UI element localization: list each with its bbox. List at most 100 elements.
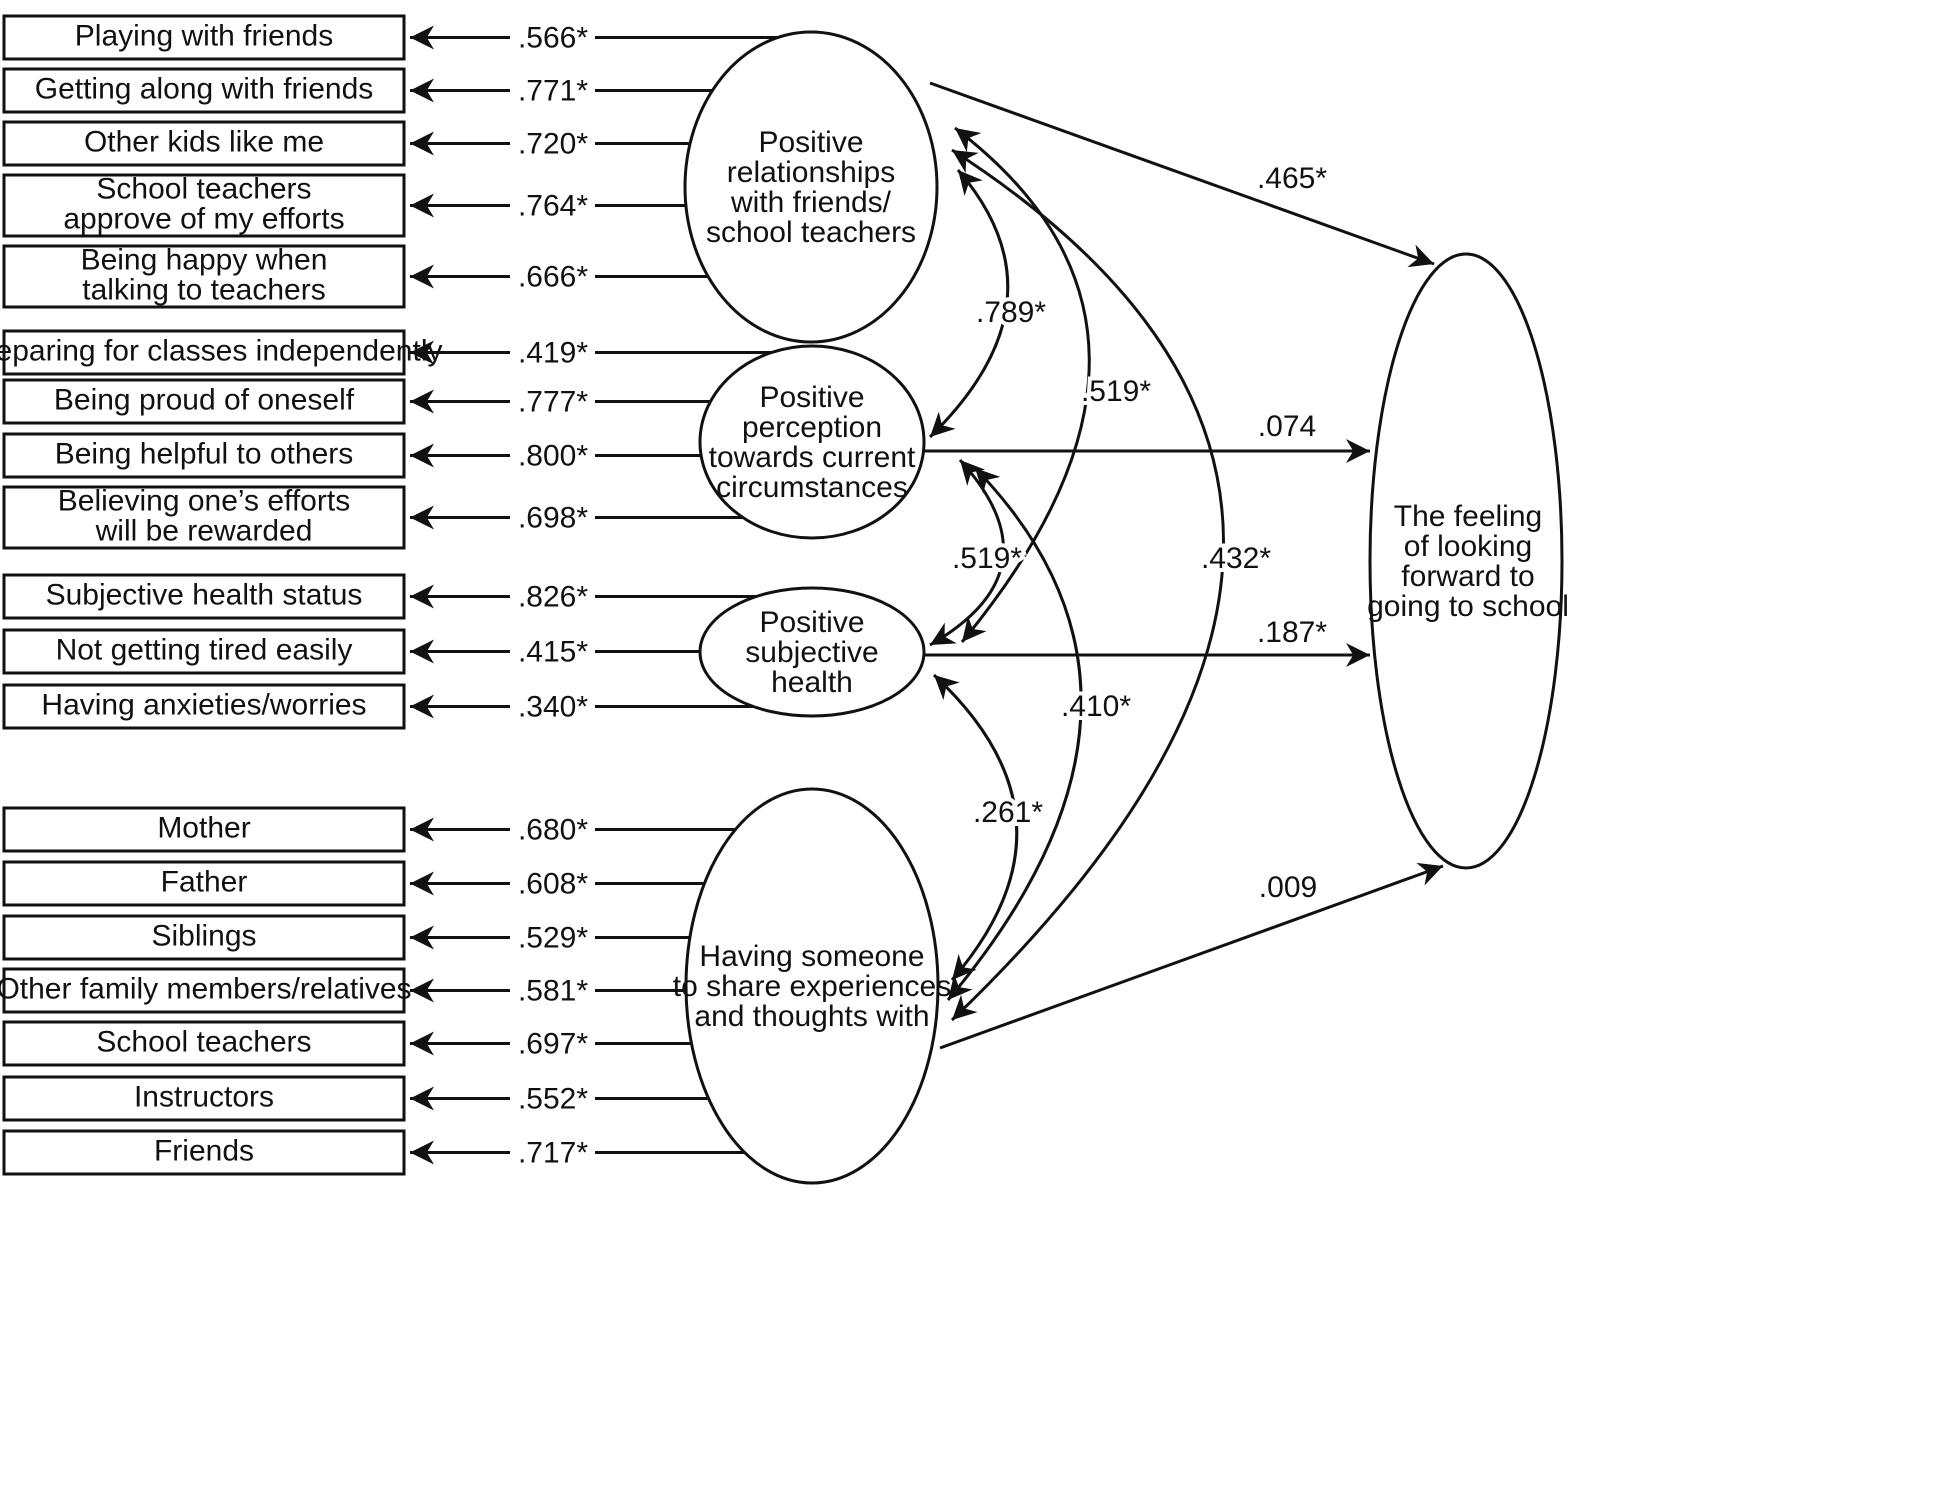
indicator-label-line: Believing one’s efforts (58, 485, 350, 518)
loading-coefficient: .529* (518, 922, 588, 955)
path-coefficient-health: .187* (1257, 616, 1327, 649)
factor-label-line: perception (742, 411, 882, 444)
indicator-label: Instructors (134, 1081, 274, 1114)
indicator-box (2, 329, 406, 376)
loading-coefficient: .697* (518, 1028, 588, 1061)
loading-coefficient: .552* (518, 1083, 588, 1116)
loading-coefficient: .581* (518, 975, 588, 1008)
indicator-label: Having anxieties/worries (41, 689, 366, 722)
labels-layer: .566*.771*.720*.764*.666*.419*.777*.800*… (518, 22, 1327, 1170)
correlation-coefficient-health-sharing: .261* (973, 796, 1043, 829)
indicator-box (2, 683, 406, 730)
correlation-coefficient-perception-sharing: .410* (1061, 690, 1131, 723)
indicator-box (2, 173, 406, 238)
indicator-label: Siblings (151, 920, 256, 953)
indicator-label-line: Being proud of oneself (54, 384, 355, 417)
indicator-box (2, 628, 406, 675)
indicator-label-line: Being helpful to others (55, 438, 354, 471)
indicator-label-line: Other family members/relatives (0, 973, 412, 1006)
factor-label-line: with friends/ (730, 186, 892, 219)
correlation-arrow-health-sharing (932, 673, 1019, 981)
indicator-label-line: talking to teachers (82, 274, 325, 307)
indicator-16: School teachers (2, 1020, 406, 1067)
factor-label-line: health (771, 666, 853, 699)
indicator-box (2, 244, 406, 309)
indicator-7: Being helpful to others (2, 432, 406, 479)
loading-coefficient: .698* (518, 502, 588, 535)
indicator-label: Being proud of oneself (54, 384, 355, 417)
factor-label-line: subjective (745, 636, 878, 669)
indicator-box (2, 67, 406, 114)
indicator-label: Playing with friends (75, 20, 333, 53)
correlation-arrow-perception-sharing (946, 466, 1083, 1001)
indicator-label: Other family members/relatives (0, 973, 412, 1006)
indicator-label-line: School teachers (96, 173, 311, 206)
factor-label-line: Positive (759, 381, 864, 414)
outcome-label-line: going to school (1367, 590, 1569, 623)
correlation-coefficient-relationships-health: .519* (1081, 375, 1151, 408)
correlation-coefficient-relationships-sharing: .432* (1201, 542, 1271, 575)
indicator-label-line: Preparing for classes independently (0, 335, 442, 368)
factor-label-line: Having someone (699, 940, 924, 973)
indicator-label-line: Mother (157, 812, 250, 845)
path-coefficient-perception: .074 (1258, 410, 1316, 443)
indicator-18: Friends (2, 1129, 406, 1176)
outcome-label-line: forward to (1401, 560, 1534, 593)
indicator-box (2, 485, 406, 550)
factor-ellipse (698, 344, 926, 540)
connectors-layer (410, 25, 1444, 1165)
loading-coefficient: .764* (518, 190, 588, 223)
outcome-label-line: The feeling (1394, 500, 1542, 533)
indicator-box (2, 1020, 406, 1067)
indicator-14: Siblings (2, 914, 406, 961)
loading-coefficient: .720* (518, 128, 588, 161)
indicator-label-line: will be rewarded (95, 515, 313, 548)
loading-coefficient: .826* (518, 581, 588, 614)
loading-coefficient: .340* (518, 691, 588, 724)
indicator-label: School teachers (96, 1026, 311, 1059)
indicator-box (2, 432, 406, 479)
indicator-label-line: School teachers (96, 1026, 311, 1059)
indicator-label-line: approve of my efforts (63, 203, 344, 236)
indicator-box (2, 806, 406, 853)
indicator-label: Not getting tired easily (56, 634, 353, 667)
indicator-label: Friends (154, 1135, 254, 1168)
loading-coefficient: .680* (518, 814, 588, 847)
indicator-label-line: Not getting tired easily (56, 634, 353, 667)
indicator-label-line: Father (161, 866, 248, 899)
factor-label-line: towards current (709, 441, 916, 474)
indicator-box (2, 914, 406, 961)
factor-label-line: relationships (727, 156, 895, 189)
loading-coefficient: .717* (518, 1137, 588, 1170)
factor-label-line: school teachers (706, 216, 916, 249)
indicator-box (2, 967, 406, 1014)
indicator-box (2, 14, 406, 61)
indicator-label-line: Getting along with friends (35, 73, 374, 106)
indicator-5: Preparing for classes independently (0, 329, 442, 376)
factor-label-line: circumstances (716, 471, 908, 504)
indicator-2: Other kids like me (2, 120, 406, 167)
factor-label-line: Positive (759, 606, 864, 639)
factor-ellipse (683, 30, 939, 344)
indicator-label: Preparing for classes independently (0, 335, 442, 368)
indicator-label-line: Playing with friends (75, 20, 333, 53)
indicator-label-line: Friends (154, 1135, 254, 1168)
indicator-label: Mother (157, 812, 250, 845)
loading-coefficient: .419* (518, 337, 588, 370)
indicator-1: Getting along with friends (2, 67, 406, 114)
factor-label-line: to share experiences (673, 970, 952, 1003)
indicator-box (2, 120, 406, 167)
indicator-label: Father (161, 866, 248, 899)
factor-ellipse (684, 787, 940, 1185)
outcome-ellipse (1368, 252, 1564, 870)
path-arrow-relationships (929, 81, 1435, 268)
